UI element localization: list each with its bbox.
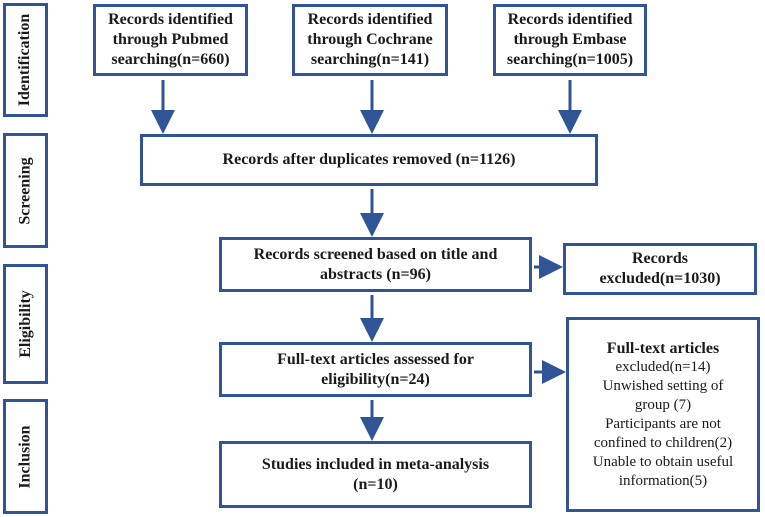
box-pubmed-line: through Pubmed <box>112 31 229 48</box>
box-pubmed: Records identified through Pubmed search… <box>93 4 248 76</box>
stage-identification: Identification <box>3 3 48 117</box>
box-fulltext-excluded: Full-text articles excluded(n=14) Unwish… <box>566 317 760 512</box>
box-cochrane: Records identified through Cochrane sear… <box>292 4 448 76</box>
box-included-line: Studies included in meta-analysis <box>261 455 490 473</box>
stage-screening: Screening <box>3 133 48 248</box>
box-fulltext-excluded-line: excluded(n=14) <box>615 358 711 375</box>
box-fulltext-assessed: Full-text articles assessed for eligibil… <box>219 342 532 397</box>
box-screened-line: Records screened based on title and <box>253 245 498 263</box>
box-fulltext-assessed-line: eligibility(n=24) <box>321 370 430 388</box>
box-fulltext-excluded-line: confined to children(2) <box>593 434 733 451</box>
box-included: Studies included in meta-analysis (n=10) <box>219 441 532 508</box>
box-embase-line: through Embase <box>513 31 627 48</box>
stage-eligibility: Eligibility <box>3 264 48 384</box>
box-fulltext-assessed-line: Full-text articles assessed for <box>277 350 474 368</box>
box-fulltext-excluded-line: information(5) <box>618 472 708 489</box>
box-fulltext-excluded-line: Unable to obtain useful <box>592 453 734 470</box>
stage-inclusion: Inclusion <box>3 399 48 514</box>
box-excluded-line: Records <box>632 250 688 267</box>
box-excluded: Records excluded(n=1030) <box>563 243 757 295</box>
box-included-line: (n=10) <box>353 475 398 493</box>
box-embase-line: searching(n=1005) <box>506 51 634 68</box>
box-pubmed-line: Records identified <box>108 11 233 28</box>
box-fulltext-excluded-line: group (7) <box>634 396 692 413</box>
box-embase: Records identified through Embase search… <box>493 4 647 76</box>
box-fulltext-excluded-line: Participants are not <box>605 415 721 432</box>
box-screened-line: abstracts (n=96) <box>320 265 431 283</box>
box-cochrane-line: searching(n=141) <box>310 51 430 68</box>
box-duplicates-removed-line: Records after duplicates removed (n=1126… <box>222 151 516 168</box>
box-pubmed-line: searching(n=660) <box>111 51 230 68</box>
box-duplicates-removed: Records after duplicates removed (n=1126… <box>140 134 598 186</box>
box-cochrane-line: through Cochrane <box>307 31 433 48</box>
box-fulltext-excluded-line: Full-text articles <box>606 339 720 357</box>
box-cochrane-line: Records identified <box>307 11 433 28</box>
box-fulltext-excluded-line: Unwished setting of <box>602 377 724 394</box>
box-excluded-line: excluded(n=1030) <box>599 270 721 287</box>
box-screened: Records screened based on title and abst… <box>219 237 532 292</box>
box-embase-line: Records identified <box>507 11 633 28</box>
